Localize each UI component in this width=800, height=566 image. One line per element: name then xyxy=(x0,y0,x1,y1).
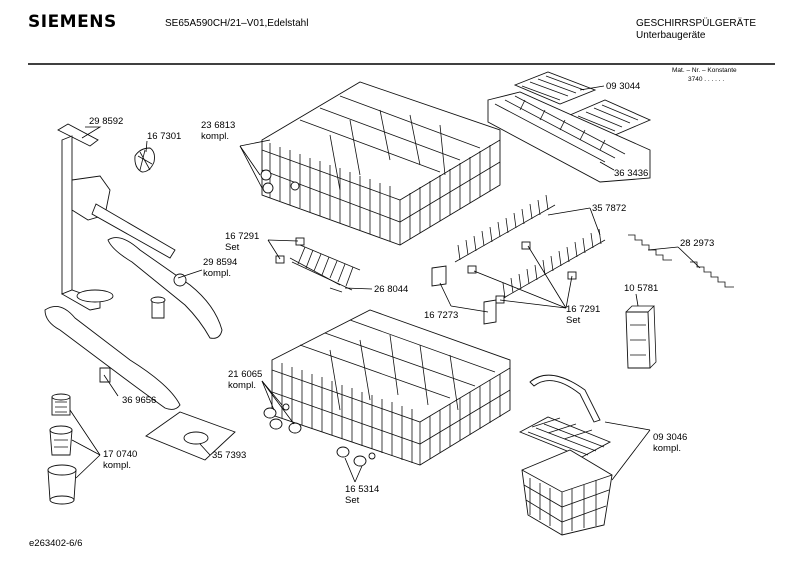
part-label-363436: 36 3436 xyxy=(614,168,649,179)
filter-part-mid xyxy=(49,425,73,456)
small-rack-part xyxy=(289,244,361,293)
part-label-298592: 29 8592 xyxy=(89,116,124,127)
part-label-167291-left: 16 7291 xyxy=(225,231,260,242)
base-plate-part xyxy=(145,411,236,461)
part-label-167291-left-sub: Set xyxy=(225,242,240,253)
subcategory-title: Unterbaugeräte xyxy=(636,30,706,41)
basket-wheels-part xyxy=(263,403,302,434)
part-label-170740: 17 0740 xyxy=(103,449,138,460)
upper-basket-part xyxy=(260,81,501,246)
spray-pipe-part xyxy=(57,123,176,311)
cutlery-basket-part xyxy=(518,374,613,536)
filter-part-top xyxy=(51,393,71,416)
tine-row-upper-part xyxy=(454,194,556,263)
nozzle-part xyxy=(150,296,166,319)
part-label-369656: 36 9656 xyxy=(122,395,157,406)
part-label-165314-sub: Set xyxy=(345,495,360,506)
part-label-236813-sub: kompl. xyxy=(201,131,229,142)
part-label-093046-sub: kompl. xyxy=(653,443,681,454)
small-cup-part xyxy=(134,147,155,173)
part-label-298594-sub: kompl. xyxy=(203,268,231,279)
document-id: e263402-6/6 xyxy=(29,538,83,549)
part-label-236813: 23 6813 xyxy=(201,120,236,131)
part-label-165314: 16 5314 xyxy=(345,484,380,495)
mat-label: Mat. – Nr. – Konstante xyxy=(672,67,737,74)
part-label-357872: 35 7872 xyxy=(592,203,627,214)
clip-16-7273-part xyxy=(431,265,497,325)
cutlery-rack-top-part xyxy=(513,71,652,136)
upper-spray-arm-part xyxy=(107,237,223,339)
part-label-167301: 16 7301 xyxy=(147,131,182,142)
category-title: GESCHIRRSPÜLGERÄTE xyxy=(636,18,757,29)
rinse-box-part xyxy=(625,305,657,369)
part-label-282973: 28 2973 xyxy=(680,238,715,249)
part-label-105781: 10 5781 xyxy=(624,283,659,294)
filter-part-bottom xyxy=(47,464,77,505)
part-label-093046: 09 3046 xyxy=(653,432,688,443)
part-label-357393: 35 7393 xyxy=(212,450,247,461)
lower-basket-part xyxy=(271,309,511,466)
mat-value: 3740 . . . . . . xyxy=(688,76,725,83)
part-label-216065: 21 6065 xyxy=(228,369,263,380)
part-label-216065-sub: kompl. xyxy=(228,380,256,391)
part-label-170740-sub: kompl. xyxy=(103,460,131,471)
basket-wheels-set-part xyxy=(336,446,376,467)
part-label-093044: 09 3044 xyxy=(606,81,641,92)
brand-logo: SIEMENS xyxy=(28,12,117,32)
part-label-167291-right: 16 7291 xyxy=(566,304,601,315)
part-label-298594: 29 8594 xyxy=(203,257,238,268)
part-label-167273: 16 7273 xyxy=(424,310,459,321)
stair-holder-part xyxy=(628,234,734,288)
part-label-167291-right-sub: Set xyxy=(566,315,581,326)
part-label-268044: 26 8044 xyxy=(374,284,409,295)
leader-lines xyxy=(69,85,701,483)
cutlery-tray-part xyxy=(487,91,651,183)
model-number: SE65A590CH/21–V01,Edelstahl xyxy=(165,18,309,29)
clip-set-right-part xyxy=(467,241,577,304)
lower-spray-arm-part xyxy=(44,305,181,410)
tine-row-lower-part xyxy=(499,228,606,301)
